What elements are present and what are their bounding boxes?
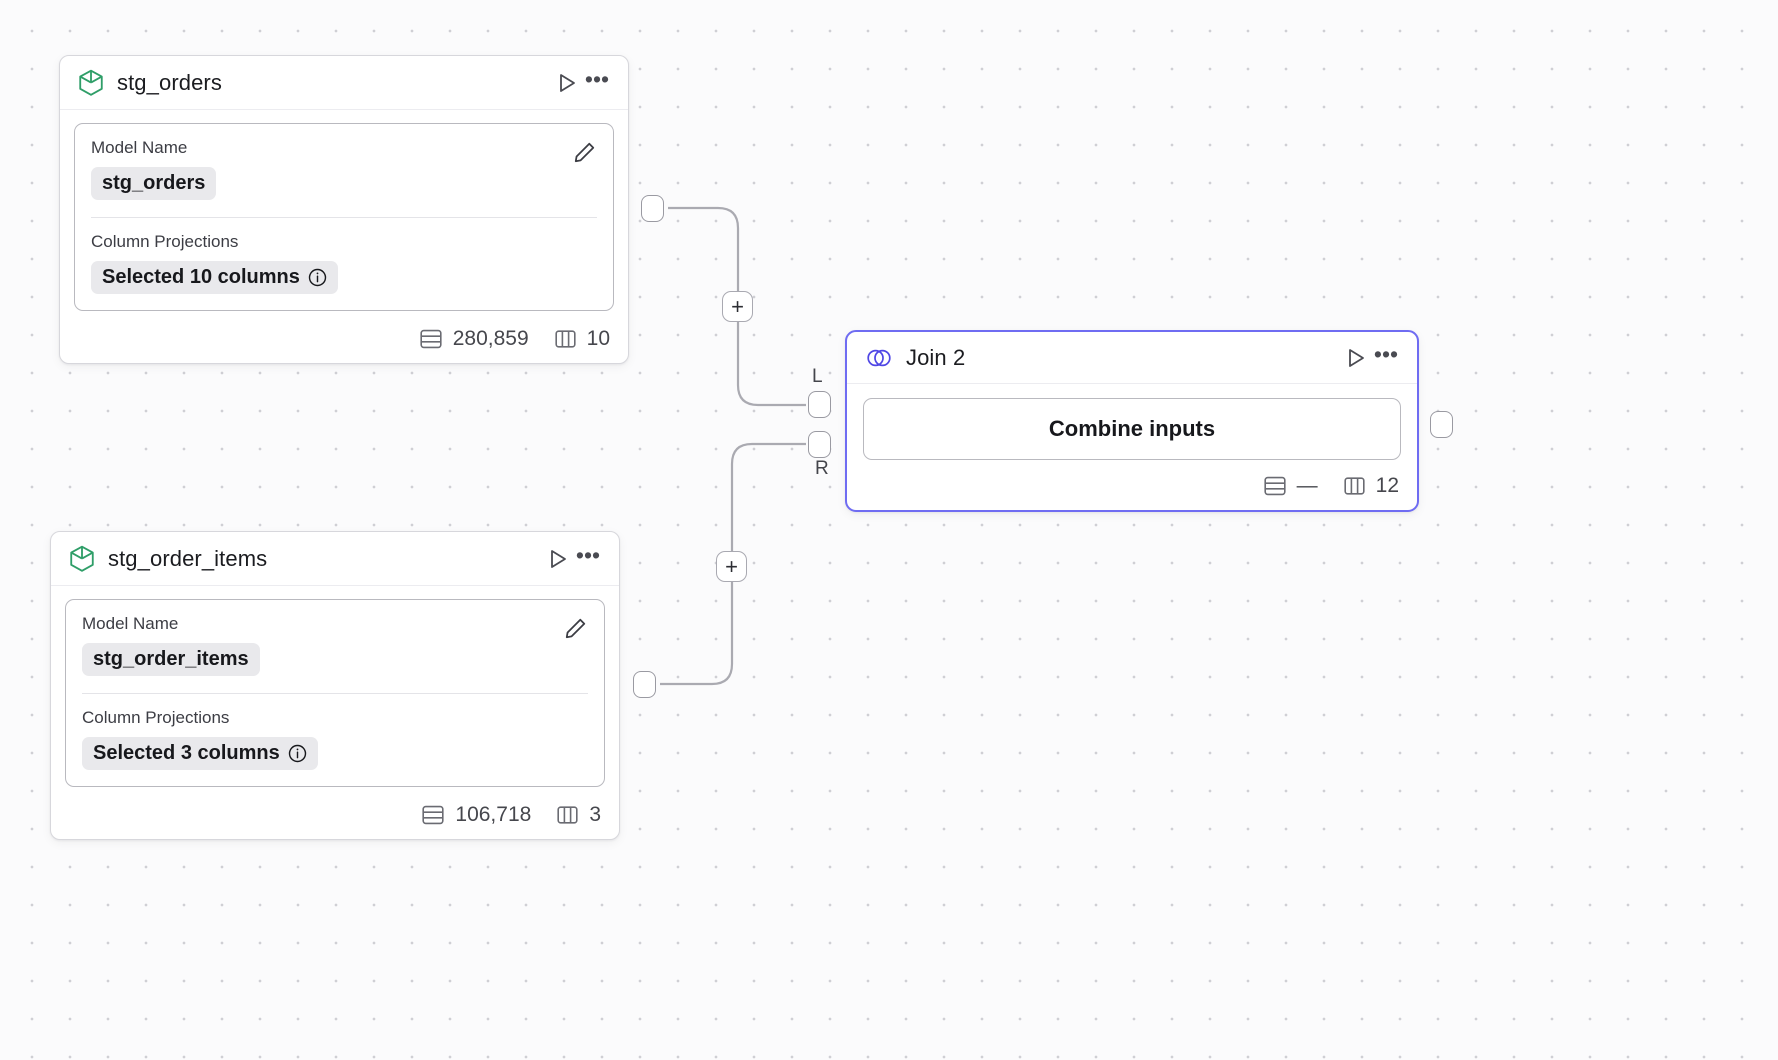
node-body: Combine inputs — [847, 384, 1417, 464]
add-node-on-edge-bottom[interactable]: + — [716, 551, 747, 582]
row-count-stat: 106,718 — [421, 803, 531, 827]
run-icon[interactable] — [543, 544, 573, 574]
cube-icon — [69, 545, 95, 573]
row-count-value: — — [1296, 474, 1318, 497]
field-label: Column Projections — [82, 708, 230, 727]
column-projections-field: Column Projections Selected 10 columns — [91, 232, 597, 294]
node-header: Join 2 ••• — [847, 332, 1417, 384]
run-icon[interactable] — [1341, 343, 1371, 373]
output-port-stg-order-items[interactable] — [633, 671, 656, 698]
more-options-icon[interactable]: ••• — [1373, 340, 1399, 367]
row-count-stat: — — [1263, 474, 1318, 498]
chip-text: Selected 10 columns — [102, 266, 300, 288]
node-join-2[interactable]: Join 2 ••• Combine inputs — — [845, 330, 1419, 512]
node-title: Join 2 — [906, 344, 966, 370]
node-stats: 106,718 3 — [51, 793, 619, 839]
node-stg-orders[interactable]: stg_orders ••• Model Name stg_orders — [59, 55, 629, 364]
input-port-label-right: R — [815, 458, 829, 479]
column-projections-field: Column Projections Selected 3 columns — [82, 708, 588, 770]
pencil-icon[interactable] — [572, 140, 597, 165]
column-count-value: 3 — [589, 803, 601, 826]
row-count-stat: 280,859 — [419, 327, 529, 351]
pencil-icon[interactable] — [563, 616, 588, 641]
column-count-value: 10 — [586, 327, 610, 350]
divider — [91, 217, 597, 218]
chip-text: Selected 3 columns — [93, 742, 280, 764]
column-projections-chip[interactable]: Selected 10 columns — [91, 261, 338, 294]
info-icon[interactable] — [288, 744, 307, 763]
column-count-stat: 12 — [1343, 474, 1399, 498]
input-port-join-right[interactable] — [808, 431, 831, 458]
node-header: stg_order_items ••• — [51, 532, 619, 586]
model-name-field: Model Name stg_orders — [91, 138, 597, 200]
node-stats: — 12 — [847, 464, 1417, 510]
combine-inputs-button[interactable]: Combine inputs — [863, 398, 1401, 460]
venn-join-icon — [865, 347, 893, 369]
field-label: Column Projections — [91, 232, 239, 251]
columns-icon — [554, 328, 577, 350]
run-icon[interactable] — [552, 68, 582, 98]
config-panel: Model Name stg_order_items Column Projec… — [65, 599, 605, 787]
columns-icon — [1343, 475, 1366, 497]
divider — [82, 693, 588, 694]
model-name-chip[interactable]: stg_orders — [91, 167, 217, 200]
node-header: stg_orders ••• — [60, 56, 628, 110]
config-panel: Model Name stg_orders Column Projections — [74, 123, 614, 311]
column-count-stat: 3 — [556, 803, 601, 827]
rows-icon — [419, 328, 443, 350]
output-port-join[interactable] — [1430, 411, 1453, 438]
node-body: Model Name stg_orders Column Projections — [60, 110, 628, 317]
rows-icon — [1263, 475, 1287, 497]
plus-icon: + — [725, 553, 738, 579]
output-port-stg-orders[interactable] — [641, 195, 664, 222]
row-count-value: 106,718 — [455, 803, 532, 826]
more-options-icon[interactable]: ••• — [575, 541, 601, 568]
field-label: Model Name — [91, 138, 188, 157]
node-title: stg_orders — [117, 69, 222, 95]
node-title: stg_order_items — [108, 545, 268, 571]
plus-icon: + — [731, 293, 744, 319]
rows-icon — [421, 804, 445, 826]
input-port-label-left: L — [812, 366, 823, 387]
model-name-chip[interactable]: stg_order_items — [82, 643, 260, 676]
column-projections-chip[interactable]: Selected 3 columns — [82, 737, 318, 770]
add-node-on-edge-top[interactable]: + — [722, 291, 753, 322]
field-label: Model Name — [82, 614, 179, 633]
column-count-stat: 10 — [554, 327, 610, 351]
cube-icon — [78, 69, 104, 97]
model-name-field: Model Name stg_order_items — [82, 614, 588, 676]
node-body: Model Name stg_order_items Column Projec… — [51, 586, 619, 793]
column-count-value: 12 — [1375, 474, 1399, 497]
info-icon[interactable] — [308, 268, 327, 287]
row-count-value: 280,859 — [452, 327, 529, 350]
input-port-join-left[interactable] — [808, 391, 831, 418]
more-options-icon[interactable]: ••• — [584, 65, 610, 92]
node-stats: 280,859 10 — [60, 317, 628, 363]
columns-icon — [556, 804, 579, 826]
node-stg-order-items[interactable]: stg_order_items ••• Model Name stg_order… — [50, 531, 620, 840]
